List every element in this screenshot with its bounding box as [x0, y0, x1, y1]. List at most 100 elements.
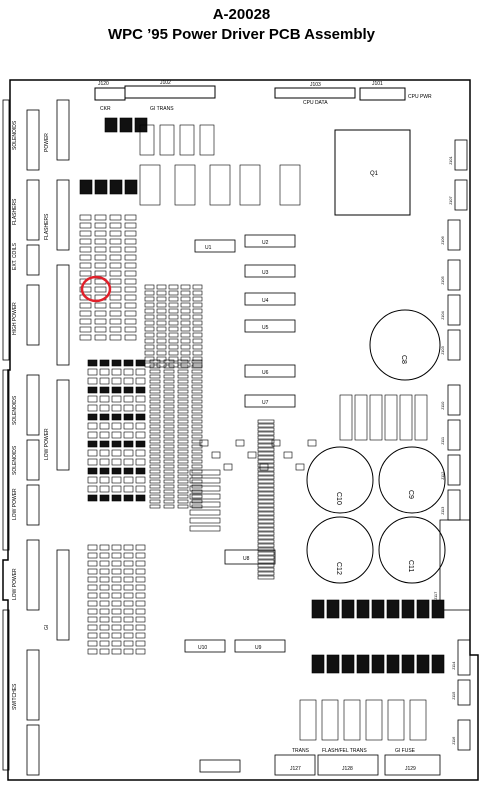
- board-component: [94, 270, 107, 277]
- board-component: [311, 599, 325, 619]
- board-component: [94, 230, 107, 237]
- board-component: [135, 359, 146, 367]
- board-component: [149, 369, 161, 374]
- u7-label: U7: [262, 400, 269, 406]
- board-component: [168, 350, 179, 356]
- board-component: [135, 608, 146, 615]
- board-component: [79, 179, 93, 195]
- board-component: [257, 575, 275, 580]
- board-component: [99, 494, 110, 502]
- board-component: [163, 409, 175, 414]
- board-component: [111, 624, 122, 631]
- board-component: [189, 477, 221, 484]
- board-component: [257, 499, 275, 504]
- board-component: [135, 494, 146, 502]
- board-component: [163, 459, 175, 464]
- board-component: [354, 394, 368, 441]
- board-component: [191, 459, 203, 464]
- capacitors: [306, 309, 446, 584]
- board-component: [124, 318, 137, 325]
- board-component: [109, 310, 122, 317]
- board-component: [192, 302, 203, 308]
- board-component: [109, 278, 122, 285]
- left-label-6: SOLENOIDS: [12, 395, 18, 425]
- board-component: [99, 584, 110, 591]
- board-component: [149, 469, 161, 474]
- board-component: [124, 302, 137, 309]
- board-component: [257, 515, 275, 520]
- u6-label: U6: [262, 370, 269, 376]
- board-component: [257, 483, 275, 488]
- board-component: [163, 369, 175, 374]
- board-component: [191, 449, 203, 454]
- board-component: [369, 394, 383, 441]
- board-component: [99, 592, 110, 599]
- board-component: [135, 648, 146, 655]
- board-component: [124, 230, 137, 237]
- board-component: [177, 369, 189, 374]
- board-component: [199, 124, 215, 156]
- board-component: [168, 344, 179, 350]
- board-component: [163, 464, 175, 469]
- left-label-8: LOW POWER: [12, 488, 18, 520]
- board-component: [149, 494, 161, 499]
- board-component: [191, 444, 203, 449]
- board-component: [192, 320, 203, 326]
- board-component: [109, 230, 122, 237]
- board-component: [124, 262, 137, 269]
- board-component: [94, 286, 107, 293]
- right-jack-10: J114: [451, 661, 456, 670]
- board-component: [135, 632, 146, 639]
- right-jack-12: J116: [451, 736, 456, 745]
- cap-c9-label: C9: [407, 490, 414, 499]
- board-component: [168, 332, 179, 338]
- board-component: [111, 359, 122, 367]
- board-component: [87, 568, 98, 575]
- board-component: [168, 290, 179, 296]
- board-component: [191, 384, 203, 389]
- board-component: [111, 368, 122, 376]
- board-component: [149, 409, 161, 414]
- board-component: [135, 485, 146, 493]
- ic-chips: [184, 234, 296, 773]
- board-component: [135, 568, 146, 575]
- board-component: [257, 543, 275, 548]
- board-component: [144, 320, 155, 326]
- board-component: [168, 284, 179, 290]
- j127-label: J127: [290, 766, 301, 772]
- j128-label: J128: [342, 766, 353, 772]
- right-jack-labels: J101 J107 J106 J105 J104 J103 J110 J111 …: [433, 156, 456, 745]
- board-component: [257, 487, 275, 492]
- u8-label: U8: [243, 556, 250, 562]
- board-component: [341, 599, 355, 619]
- board-component: [189, 509, 221, 516]
- board-component: [257, 551, 275, 556]
- board-component: [223, 463, 233, 471]
- right-jack-4: J104: [440, 311, 445, 320]
- board-component: [295, 463, 305, 471]
- board-component: [111, 552, 122, 559]
- board-component: [94, 310, 107, 317]
- board-component: [87, 544, 98, 551]
- board-component: [168, 326, 179, 332]
- board-component: [149, 394, 161, 399]
- board-component: [177, 454, 189, 459]
- board-component: [180, 284, 191, 290]
- capacitor-labels: C8 C10 C9 C12 C11: [335, 355, 414, 575]
- board-component: [123, 449, 134, 457]
- right-jack-7: J111: [440, 436, 445, 445]
- right-jack-3: J105: [440, 276, 445, 285]
- board-component: [99, 449, 110, 457]
- board-component: [111, 422, 122, 430]
- j120-label: J120: [98, 81, 109, 87]
- board-component: [257, 443, 275, 448]
- board-component: [139, 164, 161, 206]
- left-connector-labels: SOLENOIDS FLASHERS EXT. COILS HIGH POWER…: [12, 120, 50, 710]
- board-component: [149, 414, 161, 419]
- board-component: [79, 310, 92, 317]
- right-jack-2: J106: [440, 236, 445, 245]
- board-component: [149, 439, 161, 444]
- board-component: [79, 222, 92, 229]
- board-component: [135, 616, 146, 623]
- board-component: [180, 302, 191, 308]
